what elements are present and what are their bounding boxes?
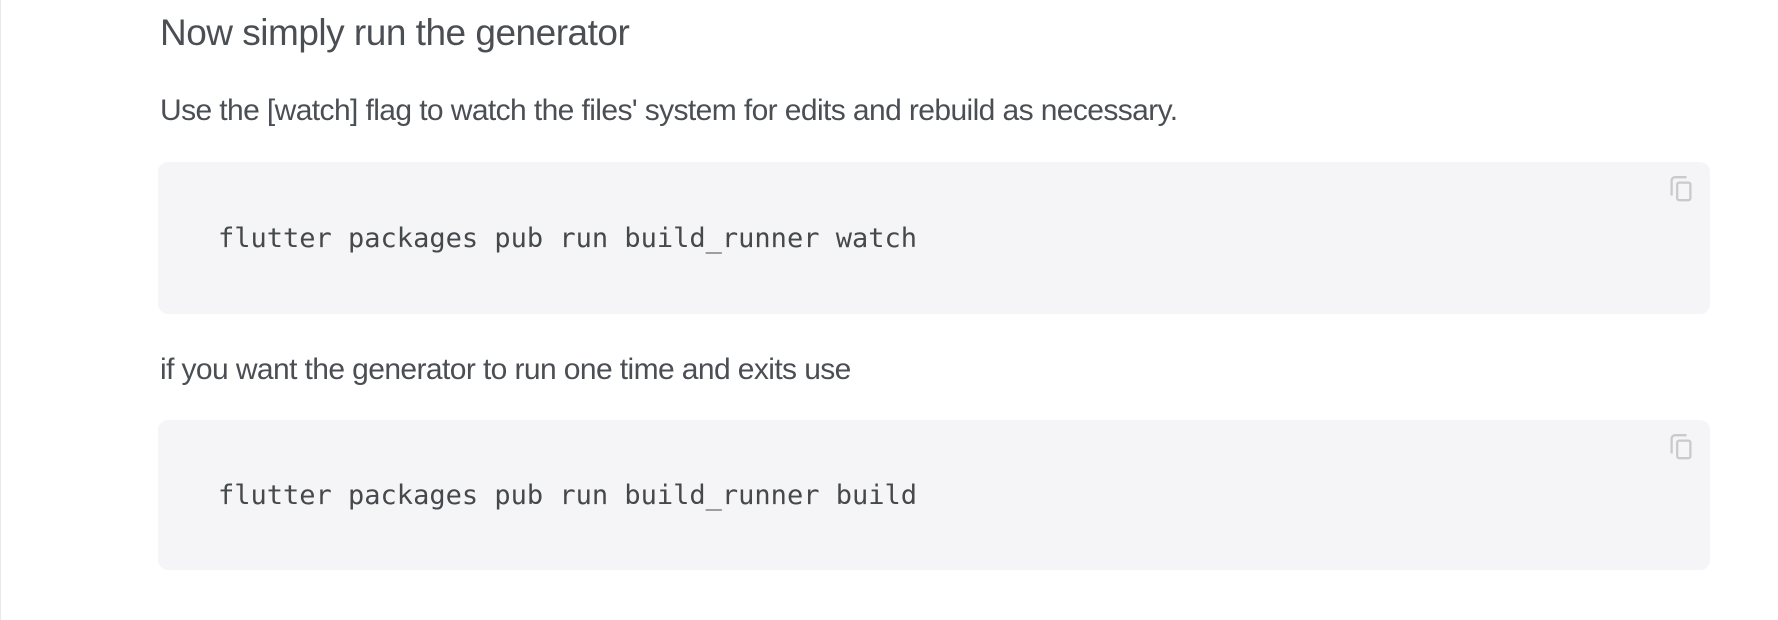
- code-block-build: flutter packages pub run build_runner bu…: [158, 420, 1710, 570]
- content-copy-icon: [1667, 174, 1695, 206]
- section-heading: Now simply run the generator: [160, 12, 630, 53]
- readme-section: Now simply run the generator Use the [wa…: [158, 0, 1710, 620]
- code-text: flutter packages pub run build_runner bu…: [218, 479, 917, 511]
- code-text: flutter packages pub run build_runner wa…: [218, 222, 917, 254]
- copy-button[interactable]: [1664, 430, 1698, 466]
- content-copy-icon: [1667, 432, 1695, 464]
- paragraph-watch-flag: Use the [watch] flag to watch the files'…: [160, 94, 1178, 127]
- paragraph-run-once: if you want the generator to run one tim…: [160, 353, 851, 386]
- copy-button[interactable]: [1664, 172, 1698, 208]
- code-block-watch: flutter packages pub run build_runner wa…: [158, 162, 1710, 314]
- left-edge-divider: [0, 0, 1, 620]
